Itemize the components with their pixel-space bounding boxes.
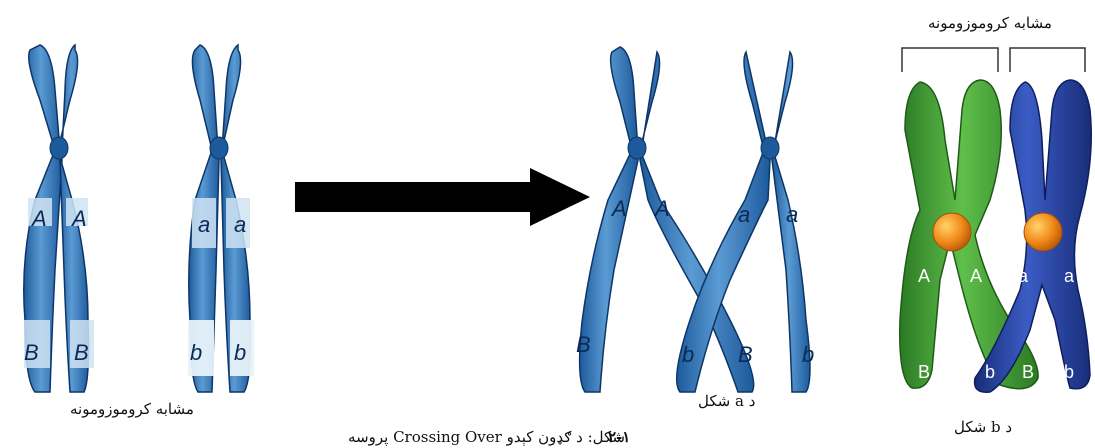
allele-label: A — [653, 196, 670, 221]
figure-b-label: د b شکل — [954, 418, 1012, 436]
allele-label: A — [970, 266, 982, 286]
allele-label: b — [234, 340, 246, 365]
allele-label: a — [738, 202, 750, 227]
allele-label: B — [918, 362, 930, 382]
homologous-label-top: مشابه کروموزومونه — [928, 14, 1052, 32]
allele-label: b — [190, 340, 202, 365]
allele-label: B — [24, 340, 39, 365]
figure-a-label: د a شکل — [698, 392, 755, 410]
homologous-label-left: مشابه کروموزومونه — [70, 400, 194, 418]
bracket-left — [902, 48, 998, 72]
allele-label: b — [802, 342, 814, 367]
allele-label: a — [198, 212, 210, 237]
allele-label: b — [985, 362, 995, 382]
centromere-icon — [933, 213, 971, 251]
arrow-right-icon — [295, 168, 590, 226]
allele-label: a — [1018, 266, 1029, 286]
centromere-icon — [1024, 213, 1062, 251]
allele-label: b — [1064, 362, 1074, 382]
allele-label: b — [682, 342, 694, 367]
allele-label: A — [30, 206, 47, 231]
allele-label: B — [1022, 362, 1034, 382]
allele-label: a — [1064, 266, 1075, 286]
allele-label: B — [576, 332, 591, 357]
allele-label: A — [70, 206, 87, 231]
caption-number: ۲-۱ — [608, 428, 630, 446]
allele-label: B — [738, 342, 753, 367]
allele-label: a — [234, 212, 246, 237]
caption-text: شکل: د ګډون کېدو Crossing Over پروسه — [348, 428, 625, 446]
allele-label: B — [74, 340, 89, 365]
bracket-right — [1010, 48, 1085, 72]
allele-label: A — [918, 266, 930, 286]
allele-label: a — [786, 202, 798, 227]
allele-label: A — [610, 196, 627, 221]
